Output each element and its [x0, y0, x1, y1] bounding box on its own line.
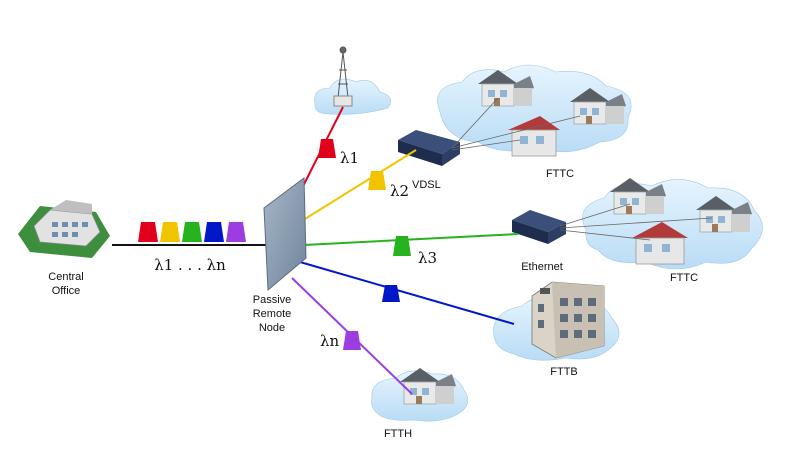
switch-icon — [512, 210, 566, 244]
house-icon — [508, 116, 560, 157]
lambda-label: λ1 — [340, 149, 359, 167]
filter-icon — [368, 171, 386, 190]
central-office-label: Central — [48, 271, 83, 283]
vdsl-label: VDSL — [412, 179, 441, 191]
house-icon — [632, 222, 688, 265]
filter-icon — [138, 222, 246, 242]
fttb-label: FTTB — [550, 366, 578, 378]
remote-node-label: Node — [259, 322, 285, 334]
cell-tower-icon — [333, 46, 353, 107]
passive-remote-node-icon — [263, 177, 307, 292]
switch-icon — [398, 130, 460, 166]
filter-icon — [318, 139, 336, 158]
building-icon — [531, 281, 605, 359]
remote-node-label: Remote — [253, 308, 292, 320]
lambda-label: λ3 — [418, 249, 437, 267]
ethernet-label: Ethernet — [521, 261, 563, 273]
wavelength-range-label: λ1 . . . λn — [154, 256, 226, 274]
filter-icon — [382, 285, 400, 302]
central-office-label: Office — [52, 285, 81, 297]
lambda-label: λn — [320, 332, 340, 350]
fiber-lines — [112, 106, 519, 395]
lambda-label: λ2 — [390, 182, 409, 200]
fttc-label: FTTC — [546, 168, 574, 180]
filter-icon — [343, 331, 361, 350]
remote-node-label: Passive — [253, 294, 292, 306]
cloud-icon — [314, 78, 391, 115]
ftth-label: FTTH — [384, 428, 412, 440]
building-icon — [18, 200, 110, 258]
fttc-label: FTTC — [670, 272, 698, 284]
filter-icon — [393, 236, 411, 256]
